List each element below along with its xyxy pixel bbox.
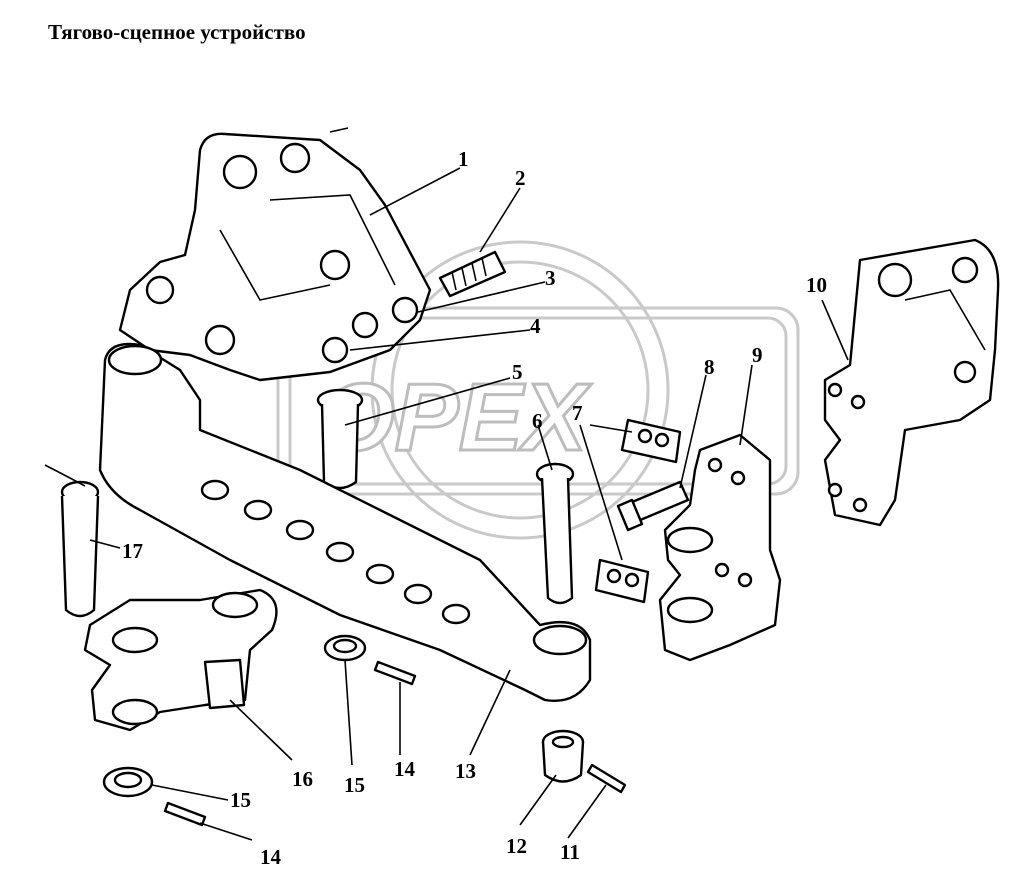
part-15-washer-bottom	[102, 766, 154, 798]
part-12-bushing	[541, 729, 585, 783]
part-16-clevis	[83, 588, 278, 732]
part-6-pin	[535, 462, 575, 605]
callout-2: 2	[515, 166, 526, 190]
callout-9: 9	[752, 343, 763, 367]
callout-15-bottom: 15	[230, 788, 251, 812]
callout-15-top: 15	[344, 773, 365, 797]
part-14-cotter-top	[373, 660, 417, 686]
callout-14-bottom: 14	[260, 845, 282, 869]
callout-16: 16	[292, 767, 313, 791]
part-5-pin	[316, 388, 364, 490]
callout-7: 7	[572, 401, 583, 425]
callout-1: 1	[458, 147, 469, 171]
callout-17: 17	[122, 539, 143, 563]
drawbar-holes	[200, 479, 471, 625]
callout-14-top: 14	[394, 757, 416, 781]
callout-11: 11	[560, 840, 580, 864]
callout-12: 12	[506, 834, 527, 858]
part-11-cotter	[586, 763, 627, 794]
watermark-text: OPEX	[320, 364, 592, 471]
part-10-bracket	[823, 238, 1000, 527]
part-17-pin	[44, 464, 100, 618]
part-8-bolt	[616, 480, 690, 532]
callouts: 1 2 3 4 5 6 7 8 9 10 11 12 13 14 14 15 1…	[122, 147, 827, 869]
part-14-cotter-bottom	[163, 801, 207, 827]
part-15-washer-top	[323, 634, 367, 662]
callout-3: 3	[545, 266, 556, 290]
part-13-drawbar	[98, 342, 592, 702]
part-7-shims	[594, 418, 682, 604]
callout-13: 13	[455, 759, 476, 783]
leader-lines	[89, 167, 849, 841]
callout-5: 5	[512, 360, 523, 384]
callout-10: 10	[806, 273, 827, 297]
callout-4: 4	[530, 314, 541, 338]
part-1-bracket	[118, 127, 432, 382]
callout-6: 6	[532, 409, 543, 433]
callout-8: 8	[704, 355, 715, 379]
diagram-title: Тягово-сцепное устройство	[48, 20, 306, 44]
part-9-jaw	[658, 433, 782, 662]
part-2-bolt	[438, 250, 507, 298]
